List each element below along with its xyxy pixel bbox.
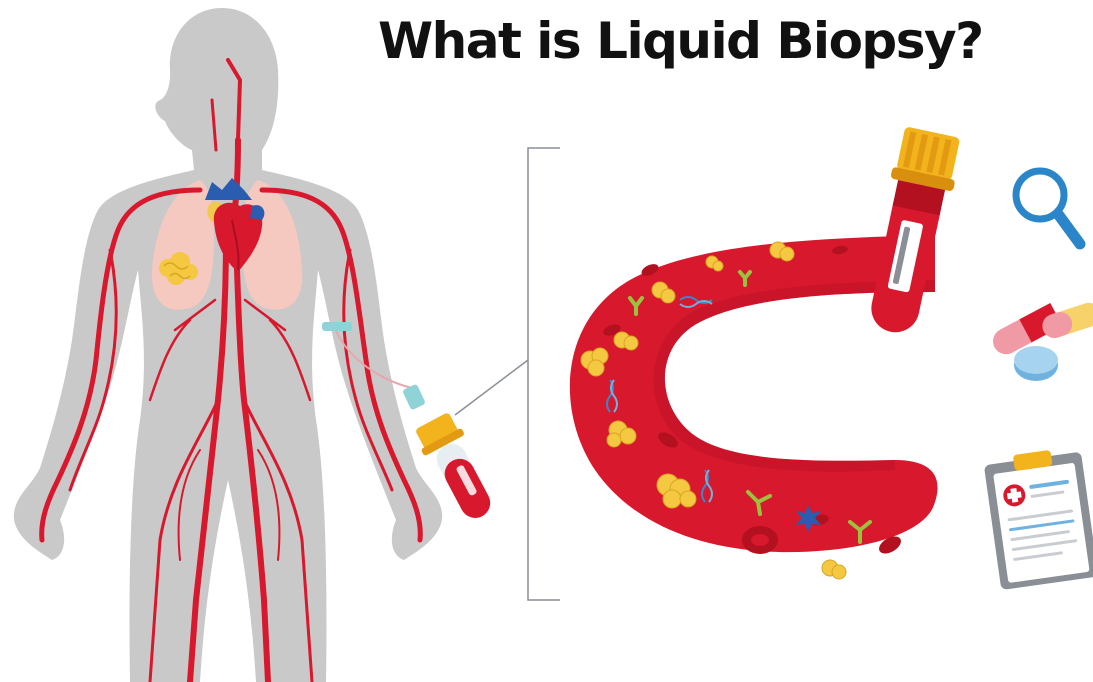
human-body-icon [14, 8, 442, 682]
zoom-bracket [455, 148, 560, 600]
pills-icon [988, 300, 1093, 381]
blood-sample-tube-icon [859, 126, 964, 339]
medical-report-icon [983, 446, 1093, 590]
magnifier-icon [1016, 171, 1080, 244]
